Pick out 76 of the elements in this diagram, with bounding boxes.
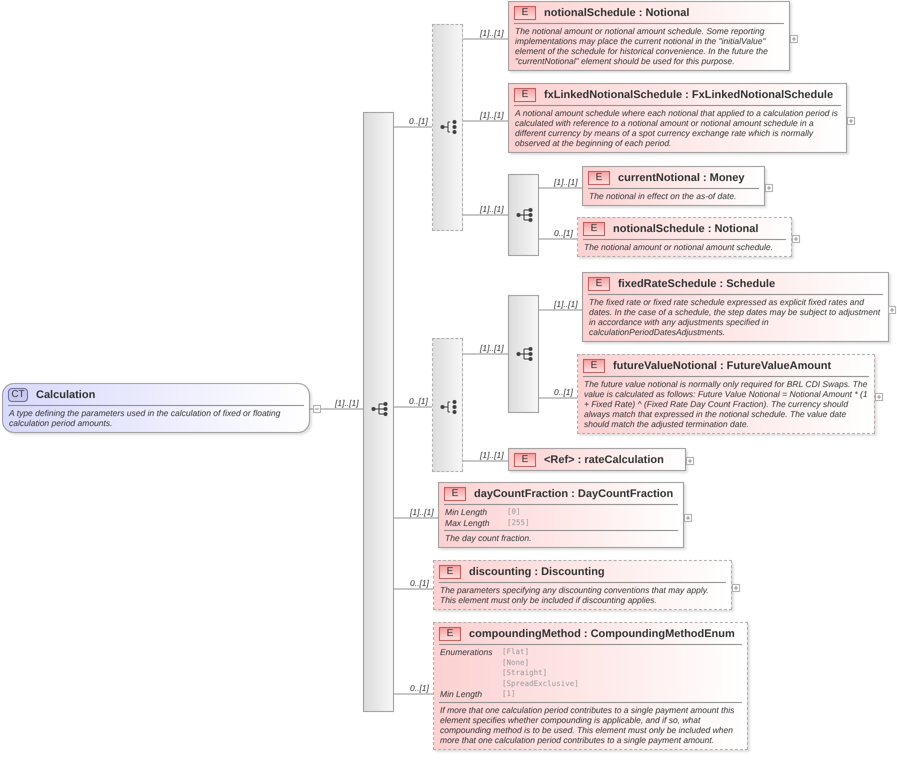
element-name: compoundingMethod : CompoundingMethodEnum <box>469 628 735 640</box>
property-label: Max Length <box>445 518 490 528</box>
connector-line <box>462 120 508 122</box>
element-name: currentNotional : Money <box>618 172 745 184</box>
description: The notional amount or notional amount schedule. <box>583 241 774 254</box>
element-badge: E <box>588 277 610 291</box>
element-name: fxLinkedNotionalSchedule : FxLinkedNotionalSchedule <box>544 89 834 101</box>
connector-line <box>462 214 508 216</box>
description: A type defining the parameters used in the calculation of fixed or floating calculation period amounts. <box>8 407 282 430</box>
element-badge: E <box>588 171 610 185</box>
element-name: notionalSchedule : Notional <box>613 223 758 235</box>
element-badge: E <box>444 487 466 501</box>
sequence-bar <box>363 112 394 712</box>
element-card <box>508 1 790 71</box>
element-card <box>433 560 732 610</box>
description: The future value notional is normally only required for BRL CDI Swaps. The value is calculated as follows: Future Value Notional = Notional Amount * (1 + Fixed Rate) ^ (Fixed Rate Day Count Fraction). The currency should always match that expressed in the notional schedule. The value date should match the adjusted termination date. <box>583 378 869 431</box>
multiplicity-label: 0..[1] <box>553 228 574 238</box>
description: The notional in effect on the as-of date. <box>588 190 738 203</box>
property-label: Enumerations <box>440 647 494 658</box>
description: If more that one calculation period contributes to a single payment amount this element specifies whether compounding is applicable, and if so, what compounding method is to be used. This element must only be included when more that one calculation period contributes to a single payment amount. <box>439 704 736 747</box>
element-badge: E <box>583 359 605 373</box>
type-badge: CT <box>8 388 28 402</box>
element-card <box>582 166 765 206</box>
multiplicity-label: [1]..[1] <box>479 343 505 353</box>
element-name: Calculation <box>36 389 96 401</box>
element-card <box>582 272 889 342</box>
element-name: fixedRateSchedule : Schedule <box>618 278 776 290</box>
description: The day count fraction. <box>444 532 532 545</box>
element-badge: E <box>583 222 605 236</box>
description: The fixed rate or fixed rate schedule expressed as explicit fixed rates and dates. In the case of a schedule, the step dates may be subject to adjustment in accordance with any adjustments specified in calculationPeriodDatesAdjustments. <box>588 296 882 339</box>
property-label: Min Length <box>445 507 488 518</box>
multiplicity-label: [1]..[1] <box>479 28 505 38</box>
multiplicity-label: [1]..[1] <box>479 450 505 460</box>
property-label: Min Length <box>440 689 484 700</box>
element-name: dayCountFraction : DayCountFraction <box>474 488 674 500</box>
element-card <box>433 622 748 750</box>
element-card <box>508 448 686 471</box>
connector-line <box>394 406 432 408</box>
multiplicity-label: 0..[1] <box>408 116 429 126</box>
element-name: <Ref> : rateCalculation <box>544 454 664 466</box>
multiplicity-label: [1]..[1] <box>553 177 579 187</box>
connector-line <box>394 126 432 128</box>
element-badge: E <box>514 6 536 20</box>
element-name: notionalSchedule : Notional <box>544 7 690 19</box>
choice-bar <box>432 338 463 472</box>
sequence-bar <box>508 174 539 256</box>
element-name: futureValueNotional : FutureValueAmount <box>613 360 832 372</box>
connector-line <box>538 238 578 240</box>
element-card <box>438 482 684 548</box>
connector-line <box>462 38 508 40</box>
multiplicity-label: 0..[1] <box>553 387 574 397</box>
multiplicity-label: [1]..[1] <box>334 398 360 408</box>
element-card <box>577 354 875 434</box>
description: The notional amount or notional amount schedule. Some reporting implementations may place the current notional in the "initialValue" element of the schedule for historical convenience. In the future the "currentNotional" element should be used for this purpose. <box>514 25 769 68</box>
description: A notional amount schedule where each notional that applied to a calculation period is calculated with reference to a notional amount or notional amount schedule in a different currency by means of a spot currency exchange rate which is normally observed at the beginning of each period. <box>514 107 839 150</box>
multiplicity-label: [1]..[1] <box>479 110 505 120</box>
multiplicity-label: 0..[1] <box>409 578 430 588</box>
sequence-bar <box>508 295 539 413</box>
choice-bar <box>432 24 463 231</box>
element-badge: E <box>439 627 461 641</box>
multiplicity-label: [1]..[1] <box>479 204 505 214</box>
element-card <box>508 83 847 153</box>
element-badge: E <box>439 565 461 579</box>
connector-line <box>394 588 434 590</box>
complex-type-card <box>2 383 310 433</box>
connector-line <box>462 460 508 462</box>
element-name: discounting : Discounting <box>469 566 605 578</box>
element-badge: E <box>514 453 536 467</box>
description: The parameters specifying any discounting conventions that may apply. This element must only be included if discounting applies. <box>439 584 710 607</box>
connector-line <box>310 408 364 410</box>
multiplicity-label: [1]..[1] <box>553 299 579 309</box>
multiplicity-label: 0..[1] <box>409 683 430 693</box>
element-badge: E <box>514 88 536 102</box>
multiplicity-label: [1]..[1] <box>409 507 435 517</box>
multiplicity-label: 0..[1] <box>408 396 429 406</box>
element-card <box>577 217 792 257</box>
